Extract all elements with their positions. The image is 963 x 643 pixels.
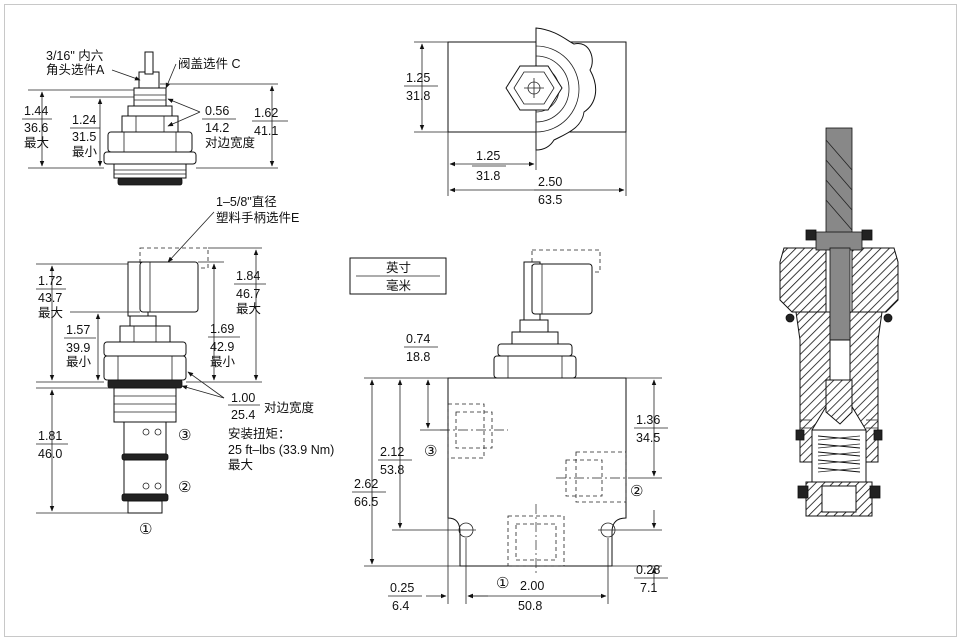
dim-169-in: 1.69	[210, 322, 234, 336]
dim-157-in: 1.57	[66, 323, 90, 337]
dim-200-in: 2.00	[520, 579, 544, 593]
option-c-label: 阀盖选件 C	[178, 57, 241, 71]
top-center-view: 1.25 31.8 1.25 31.8 2.50 63.5	[404, 27, 627, 207]
option-e-label-2: 塑料手柄选件E	[216, 210, 299, 225]
nut-section-left	[779, 247, 827, 313]
dim-157-note: 最小	[66, 355, 92, 369]
cross-section-view	[779, 127, 899, 517]
plastic-handle	[531, 263, 593, 315]
dim-181-in: 1.81	[38, 429, 62, 443]
cartridge-lower	[123, 459, 167, 495]
dim-028-mm: 7.1	[640, 581, 657, 595]
unit-legend: 英寸 毫米	[349, 257, 447, 295]
dim-136-in: 1.36	[636, 413, 660, 427]
dim-162-mm: 41.1	[254, 124, 278, 138]
dim-184-mm: 46.7	[236, 287, 260, 301]
dim-025-in: 0.25	[390, 581, 414, 595]
body-nut	[493, 355, 577, 379]
legend-imperial: 英寸	[386, 261, 411, 275]
manifold-block	[447, 377, 627, 567]
dim-162-in: 1.62	[254, 106, 278, 120]
dim-074-in: 0.74	[406, 332, 430, 346]
option-e-label-1: 1–5/8"直径	[216, 195, 277, 209]
dim-212-mm: 53.8	[380, 463, 404, 477]
dim-056-note: 对边宽度	[205, 135, 256, 150]
dim-100-in: 1.00	[231, 391, 255, 405]
dim-136-mm: 34.5	[636, 431, 660, 445]
dim-172-note: 最大	[38, 306, 63, 320]
port-3-label: ③	[178, 427, 191, 444]
option-a-label-2: 角头选件A	[46, 63, 105, 77]
dim-124-in: 1.24	[72, 113, 96, 127]
dim-157-mm: 39.9	[66, 341, 90, 355]
thread-section	[113, 387, 177, 423]
nut-section-right	[851, 247, 899, 313]
dim-width-250-mm: 63.5	[538, 193, 562, 207]
dim-top-125-mm: 31.8	[406, 89, 430, 103]
dim-124-mm: 31.5	[72, 130, 96, 144]
dim-056-in: 0.56	[205, 104, 229, 118]
port-2-label: ②	[630, 483, 643, 500]
mid-left-view: 1–5/8"直径 塑料手柄选件E 1.72 43.7 最大 1.57 39.9 …	[36, 195, 334, 538]
dim-074-mm: 18.8	[406, 350, 430, 364]
dim-025-mm: 6.4	[392, 599, 409, 613]
bottom-center-view: 0.74 18.8 2.12 53.8 ③ 2.62 66.5 1.36 34.…	[352, 249, 668, 613]
dim-100-note: 对边宽度	[264, 400, 315, 415]
dim-width-250-in: 2.50	[538, 175, 562, 189]
torque-note: 最大	[228, 458, 253, 472]
lock-nut	[133, 87, 167, 107]
port-1-label: ①	[496, 575, 509, 592]
dim-top-125-in: 1.25	[406, 71, 430, 85]
dim-172-in: 1.72	[38, 274, 62, 288]
dim-028-in: 0.28	[636, 563, 660, 577]
torque-value: 25 ft–lbs (33.9 Nm)	[228, 443, 334, 457]
top-left-view: 3/16" 内六 角头选件A 阀盖选件 C 1.44 36.6 最大 1.24 …	[22, 49, 288, 186]
port-3-label: ③	[424, 443, 437, 460]
port-1-label: ①	[139, 521, 152, 538]
dim-169-mm: 42.9	[210, 340, 234, 354]
body-nut	[107, 131, 193, 153]
adjust-stem	[825, 127, 853, 249]
dim-center-125-mm: 31.8	[476, 169, 500, 183]
option-a-label-1: 3/16" 内六	[46, 49, 103, 63]
dim-center-125-in: 1.25	[476, 149, 500, 163]
dim-169-note: 最小	[210, 355, 236, 369]
dim-144-mm: 36.6	[24, 121, 48, 135]
dim-262-mm: 66.5	[354, 495, 378, 509]
dim-184-note: 最大	[236, 302, 261, 316]
plastic-handle	[139, 261, 199, 313]
stem	[144, 51, 154, 75]
dim-172-mm: 43.7	[38, 291, 62, 305]
dim-124-note: 最小	[72, 145, 98, 159]
dim-262-in: 2.62	[354, 477, 378, 491]
port-2-label: ②	[178, 479, 191, 496]
dim-056-mm: 14.2	[205, 121, 229, 135]
dim-100-mm: 25.4	[231, 408, 255, 422]
dim-184-in: 1.84	[236, 269, 260, 283]
torque-label: 安装扭矩：	[228, 426, 291, 441]
cap-nut	[127, 105, 173, 117]
cartridge-upper	[123, 421, 167, 455]
dim-200-mm: 50.8	[518, 599, 542, 613]
dim-181-mm: 46.0	[38, 447, 62, 461]
legend-metric: 毫米	[386, 278, 412, 293]
dim-144-in: 1.44	[24, 104, 48, 118]
dim-144-note: 最大	[24, 136, 49, 150]
dim-212-in: 2.12	[380, 445, 404, 459]
body-nut	[103, 355, 187, 381]
